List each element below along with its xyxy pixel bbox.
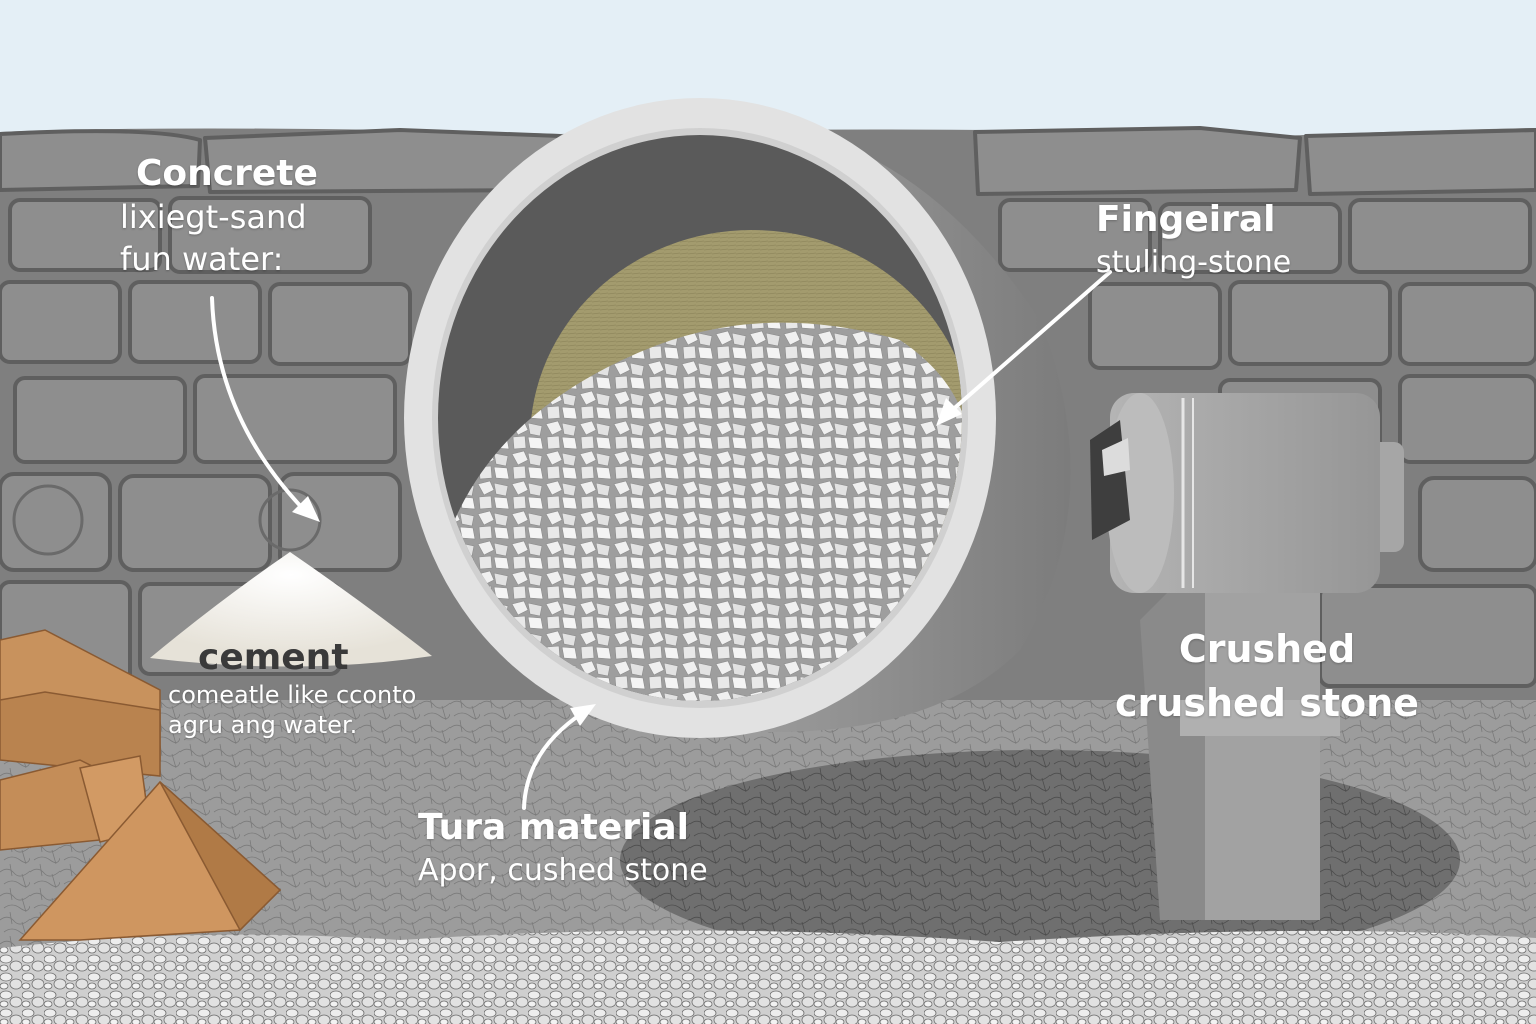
label-crushed-line2: crushed stone	[1115, 681, 1419, 725]
arrow-fingeiral-to-gravel	[948, 270, 1112, 414]
label-crushed-line1: Crushed	[1178, 627, 1356, 671]
label-fingeiral-line1: stuling-stone	[1096, 245, 1292, 280]
label-tura-title: Tura material	[418, 807, 689, 848]
label-concrete: Concrete lixiegt-sand fun water:	[120, 152, 318, 280]
callout-arrows	[210, 270, 1112, 810]
label-cement-line2: agru ang water.	[168, 711, 358, 739]
foreground-gravel	[0, 930, 1536, 1024]
label-fingeiral: Fingeiral stuling-stone	[1096, 198, 1291, 284]
label-tura-material: Tura material Apor, cushed stone	[418, 806, 708, 892]
label-crushed-stone: Crushed crushed stone	[1112, 622, 1422, 730]
mixer-drum	[404, 98, 1071, 738]
label-fingeiral-title: Fingeiral	[1096, 199, 1276, 240]
gravel-load	[440, 322, 962, 701]
label-concrete-line2: fun water:	[120, 240, 284, 278]
mixer-motor-stand	[1090, 393, 1404, 920]
arrow-concrete-to-cement	[210, 296, 310, 516]
cement-bags	[0, 629, 282, 941]
label-concrete-title: Concrete	[136, 153, 318, 194]
label-tura-line1: Apor, cushed stone	[418, 853, 708, 888]
label-concrete-line1: lixiegt-sand	[120, 198, 307, 236]
label-cement: cement comeatle like cconto agru ang wat…	[168, 636, 416, 740]
label-cement-title: cement	[198, 637, 349, 678]
cement-pile	[150, 552, 432, 667]
label-cement-line1: comeatle like cconto	[168, 681, 417, 709]
arrow-tura-to-drum	[522, 710, 586, 810]
